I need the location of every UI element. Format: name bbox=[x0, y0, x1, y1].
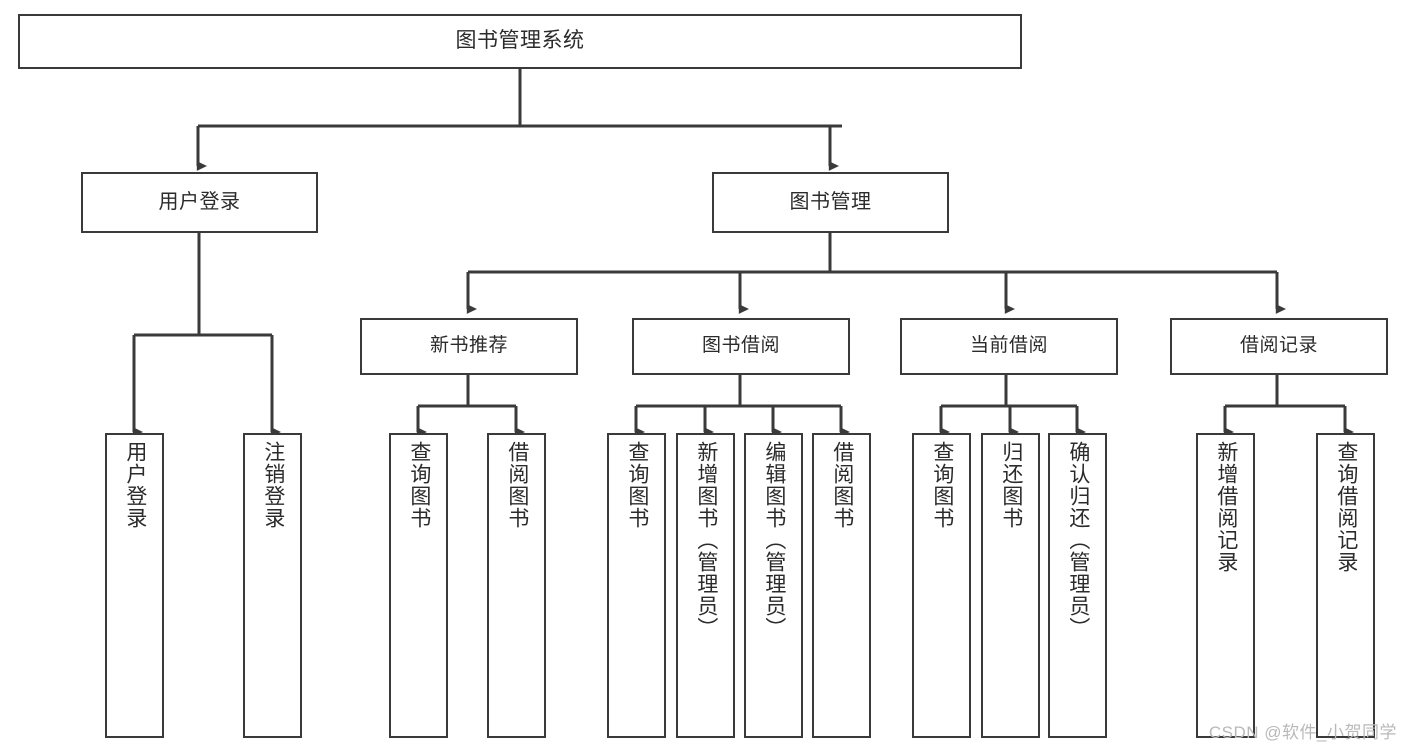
node-leaf-add-book-admin-label: 新增图书（管理员） bbox=[694, 441, 718, 639]
node-leaf-query-book-1-label: 查询图书 bbox=[407, 441, 431, 529]
node-book-manage[interactable]: 图书管理 bbox=[712, 172, 949, 233]
node-root[interactable]: 图书管理系统 bbox=[18, 14, 1022, 69]
node-leaf-logout[interactable]: 注销登录 bbox=[243, 433, 302, 738]
node-new-book-recommend-label: 新书推荐 bbox=[429, 335, 508, 357]
node-leaf-logout-label: 注销登录 bbox=[261, 441, 285, 529]
node-leaf-borrow-book-1[interactable]: 借阅图书 bbox=[487, 433, 546, 738]
node-current-borrow[interactable]: 当前借阅 bbox=[900, 318, 1118, 375]
node-leaf-query-book-3-label: 查询图书 bbox=[930, 441, 954, 529]
node-leaf-borrow-book-1-label: 借阅图书 bbox=[505, 441, 529, 529]
node-leaf-query-borrow-record-label: 查询借阅记录 bbox=[1334, 441, 1358, 573]
node-user-login[interactable]: 用户登录 bbox=[81, 172, 318, 233]
node-leaf-query-book-2-label: 查询图书 bbox=[625, 441, 649, 529]
node-leaf-borrow-book-2[interactable]: 借阅图书 bbox=[812, 433, 871, 738]
node-leaf-user-login-label: 用户登录 bbox=[123, 441, 147, 529]
node-leaf-edit-book-admin[interactable]: 编辑图书（管理员） bbox=[744, 433, 803, 738]
node-leaf-add-borrow-record-label: 新增借阅记录 bbox=[1214, 441, 1238, 573]
node-borrow-record-label: 借阅记录 bbox=[1239, 335, 1318, 357]
node-leaf-query-book-1[interactable]: 查询图书 bbox=[389, 433, 448, 738]
node-leaf-return-book-label: 归还图书 bbox=[999, 441, 1023, 529]
node-leaf-edit-book-admin-label: 编辑图书（管理员） bbox=[762, 441, 786, 639]
watermark-text: CSDN @软件_小贺同学 bbox=[1208, 723, 1397, 742]
node-leaf-borrow-book-2-label: 借阅图书 bbox=[830, 441, 854, 529]
node-user-login-label: 用户登录 bbox=[158, 190, 241, 213]
node-leaf-add-borrow-record[interactable]: 新增借阅记录 bbox=[1196, 433, 1255, 738]
node-book-manage-label: 图书管理 bbox=[789, 190, 872, 213]
node-book-borrow[interactable]: 图书借阅 bbox=[632, 318, 850, 375]
node-new-book-recommend[interactable]: 新书推荐 bbox=[360, 318, 578, 375]
node-leaf-query-book-3[interactable]: 查询图书 bbox=[912, 433, 971, 738]
node-leaf-query-book-2[interactable]: 查询图书 bbox=[607, 433, 666, 738]
node-leaf-add-book-admin[interactable]: 新增图书（管理员） bbox=[676, 433, 735, 738]
node-root-label: 图书管理系统 bbox=[455, 29, 585, 53]
node-leaf-confirm-return-admin[interactable]: 确认归还（管理员） bbox=[1048, 433, 1107, 738]
node-book-borrow-label: 图书借阅 bbox=[701, 335, 780, 357]
node-leaf-user-login[interactable]: 用户登录 bbox=[105, 433, 164, 738]
node-leaf-confirm-return-admin-label: 确认归还（管理员） bbox=[1066, 441, 1090, 639]
node-borrow-record[interactable]: 借阅记录 bbox=[1170, 318, 1388, 375]
node-current-borrow-label: 当前借阅 bbox=[969, 335, 1048, 357]
node-leaf-return-book[interactable]: 归还图书 bbox=[981, 433, 1040, 738]
node-leaf-query-borrow-record[interactable]: 查询借阅记录 bbox=[1316, 433, 1375, 738]
